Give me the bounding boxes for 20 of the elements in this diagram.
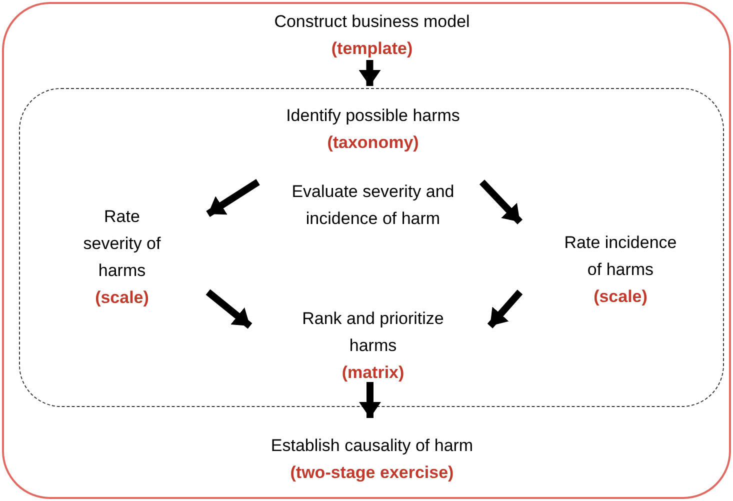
step-label: Rate incidence of harms [563, 232, 678, 280]
step-label: Evaluate severity and incidence of harm [290, 181, 456, 230]
arrow [206, 179, 260, 217]
arrow [206, 289, 252, 329]
method-label: (scale) [95, 287, 149, 309]
step-label: Rank and prioritize harms [301, 308, 445, 356]
step-label: Establish causality of harm [270, 435, 474, 457]
arrow [487, 290, 523, 328]
arrow [359, 382, 381, 418]
method-label: (matrix) [342, 362, 404, 384]
arrow [358, 60, 381, 86]
step-label: Rate severity of harms [82, 206, 162, 282]
step-label: Identify possible harms [286, 105, 460, 127]
arrow [479, 180, 523, 224]
method-label: (scale) [594, 286, 648, 308]
method-label: (taxonomy) [327, 132, 419, 154]
dashed-group-frame [19, 88, 724, 407]
method-label: (two-stage exercise) [290, 462, 454, 484]
method-label: (template) [331, 38, 413, 60]
step-label: Construct business model [274, 11, 470, 33]
